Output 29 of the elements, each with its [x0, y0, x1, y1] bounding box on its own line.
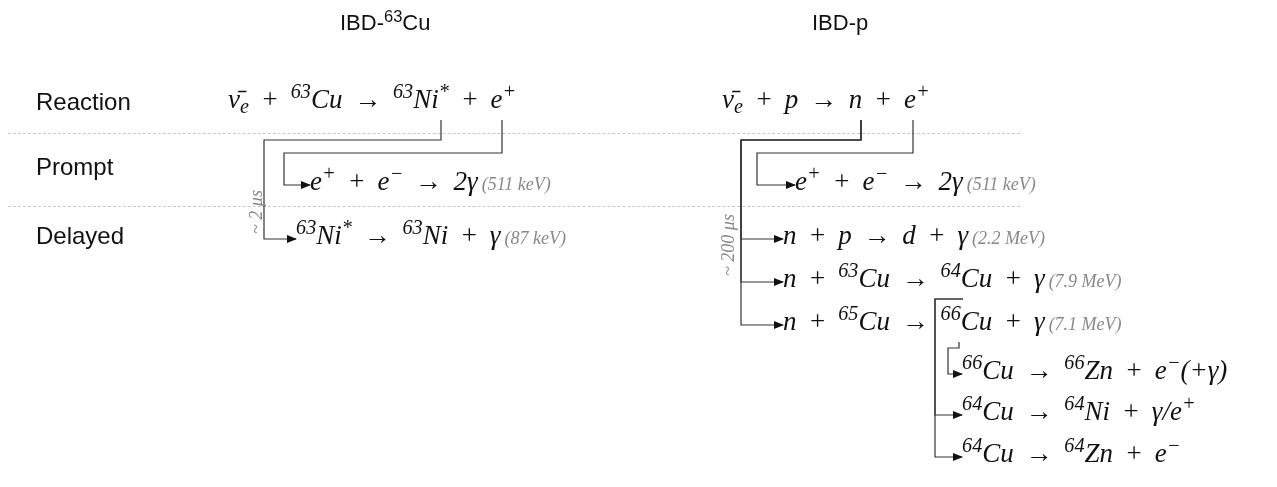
row-label: Prompt — [36, 155, 114, 179]
reaction-equation: e$^{+}$ + e$^{−}$ → 2γ — [795, 168, 963, 195]
reaction-equation: n + $^{63}$Cu → $^{64}$Cu + γ — [783, 265, 1045, 292]
reaction-equation: ν̄$_{e}$ + $^{63}$Cu → $^{63}$Ni$^{*}$ + e$^{+}$ — [228, 86, 517, 113]
reaction-equation: e$^{+}$ + e$^{−}$ → 2γ — [310, 168, 478, 195]
reaction-equation: $^{66}$Cu → $^{66}$Zn + e$^{−}$(+γ) — [962, 357, 1228, 384]
reaction-equation: $^{64}$Cu → $^{64}$Zn + e$^{−}$ — [962, 440, 1181, 467]
connector-arrow — [756, 119, 914, 189]
connector-arrow — [947, 341, 963, 378]
row-label: Reaction — [36, 90, 131, 114]
reaction-equation: $^{63}$Ni$^{*}$ → $^{63}$Ni + γ — [296, 222, 501, 249]
energy-label: (511 keV) — [966, 175, 1036, 193]
energy-label: (2.2 MeV) — [972, 229, 1046, 247]
energy-label: (7.1 MeV) — [1048, 315, 1122, 333]
reaction-equation: ν̄$_{e}$ + p → n + e$^{+}$ — [722, 86, 930, 113]
energy-label: (511 keV) — [481, 175, 551, 193]
connector-arrow — [740, 119, 862, 329]
reaction-equation: n + p → d + γ — [783, 222, 969, 249]
connector-arrow — [934, 298, 964, 461]
energy-label: (87 keV) — [504, 229, 566, 247]
row-label: Delayed — [36, 224, 125, 248]
connector-arrow — [263, 119, 442, 243]
energy-label: (7.9 MeV) — [1048, 272, 1122, 290]
reaction-equation: n + $^{65}$Cu → $^{66}$Cu + γ — [783, 308, 1045, 335]
time-delay-label: ~ 200 μs — [719, 214, 737, 276]
column-heading: IBD-p — [812, 12, 869, 34]
reaction-equation: $^{64}$Cu → $^{64}$Ni + γ/e$^{+}$ — [962, 398, 1196, 425]
connector-arrow — [283, 119, 503, 189]
column-heading: IBD-$^{63}$Cu — [340, 12, 431, 34]
